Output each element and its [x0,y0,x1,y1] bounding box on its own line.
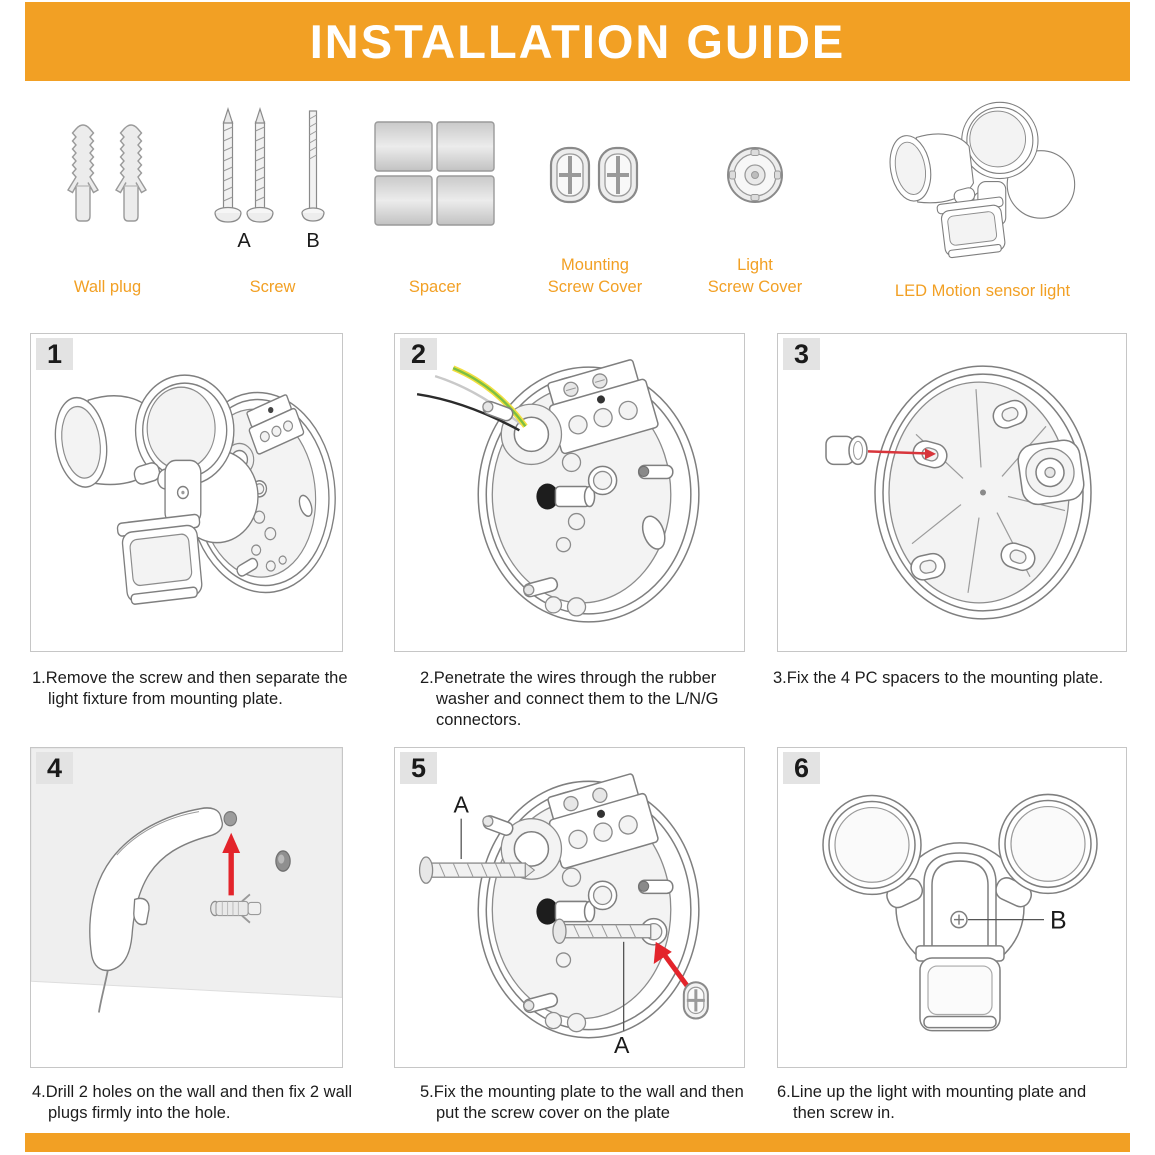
step-2-caption: 2.Penetrate the wires through the rubber… [420,669,719,730]
step-panel-2: 2 [394,333,745,652]
step-6-number: 6 [783,752,820,784]
screw-cover-piece [682,981,709,1020]
part-wall-plug: Wall plug [30,95,185,300]
step-3-caption: 3.Fix the 4 PC spacers to the mounting p… [773,669,1104,687]
step-3-number: 3 [783,338,820,370]
screw-a-bottom [552,918,652,944]
screw-a-label: A [237,230,251,251]
screw-b-label: B [306,230,319,251]
step-5-number: 5 [400,752,437,784]
page-title: INSTALLATION GUIDE [309,15,846,68]
step-6-caption: 6.Line up the light with mounting plate … [777,1083,1087,1123]
step4-illustration [31,748,342,1013]
led-light-label: LED Motion sensor light [894,281,1071,300]
mounting-screw-cover-label: Mounting Screw Cover [547,256,643,296]
wall [31,748,342,998]
wall-plug-illustration [66,123,147,222]
step2-illustration [416,359,700,623]
step-5-caption: 5.Fix the mounting plate to the wall and… [420,1083,744,1123]
step3-illustration [825,365,1092,620]
part-spacer: Spacer [360,95,510,300]
screw-label-a-top: A [453,792,469,818]
light-screw-cover-illustration [727,147,783,204]
part-mounting-screw-cover: Mounting Screw Cover [510,95,680,300]
spacer-arrow [867,450,926,455]
step-4-caption: 4.Drill 2 holes on the wall and then fix… [32,1083,353,1123]
step6-illustration: B [822,793,1098,1032]
part-light-screw-cover: Light Screw Cover [680,95,830,300]
step5-illustration: A A [418,773,709,1058]
screw-a-top [418,856,536,884]
led-light-illustration [889,101,1075,259]
spacer-illustration [374,120,495,226]
screw-label-a-bottom: A [614,1032,630,1058]
step-1-number: 1 [36,338,73,370]
step-panel-5: 5 [394,747,745,1068]
light-screw-cover-label: Light Screw Cover [707,256,803,296]
screw-label-b: B [1050,907,1067,935]
step-1-caption: 1.Remove the screw and then separate the… [32,669,348,709]
mounting-screw-cover-illustration [549,146,639,204]
screw-illustration: A B [213,107,325,251]
drilled-hole [223,810,238,827]
step-panel-6: 6 B [777,747,1127,1068]
step1-illustration [54,374,336,605]
parts-row: Wall plug [30,95,1135,305]
spacer-label: Spacer [408,277,462,296]
wall-plug-horizontal [210,893,262,924]
header-banner: INSTALLATION GUIDE [25,2,1130,81]
wall-plug-label: Wall plug [73,277,142,296]
step-panel-1: 1 [30,333,343,652]
step-panel-3: 3 [777,333,1127,652]
step-panel-4: 4 [30,747,343,1068]
part-led-motion-sensor-light: LED Motion sensor light [830,95,1135,300]
footer-bar [25,1133,1130,1152]
step-2-number: 2 [400,338,437,370]
screw-label: Screw [249,277,296,296]
part-screw: A B Screw [185,95,360,300]
step-4-number: 4 [36,752,73,784]
